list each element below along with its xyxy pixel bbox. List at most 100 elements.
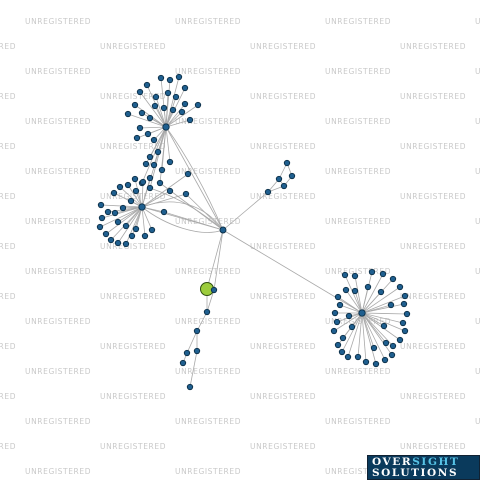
network-node[interactable]	[364, 283, 372, 291]
network-node[interactable]	[146, 153, 154, 161]
central-hub-node[interactable]	[219, 226, 227, 234]
network-node[interactable]	[388, 351, 396, 359]
network-node[interactable]	[150, 136, 158, 144]
network-node[interactable]	[97, 201, 105, 209]
network-node[interactable]	[193, 347, 201, 355]
network-node[interactable]	[107, 236, 115, 244]
network-node[interactable]	[124, 110, 132, 118]
network-node[interactable]	[132, 187, 140, 195]
network-node[interactable]	[110, 189, 118, 197]
network-node[interactable]	[150, 161, 158, 169]
network-node[interactable]	[142, 160, 150, 168]
network-node[interactable]	[169, 106, 177, 114]
network-node[interactable]	[116, 183, 124, 191]
network-node[interactable]	[354, 353, 362, 361]
network-node[interactable]	[379, 270, 387, 278]
network-node[interactable]	[148, 226, 156, 234]
network-node[interactable]	[146, 184, 154, 192]
network-node[interactable]	[178, 108, 186, 116]
network-node[interactable]	[175, 73, 183, 81]
network-node[interactable]	[131, 101, 139, 109]
network-node[interactable]	[138, 109, 146, 117]
network-node[interactable]	[151, 102, 159, 110]
network-node[interactable]	[152, 93, 160, 101]
network-node[interactable]	[288, 172, 296, 180]
network-node[interactable]	[382, 339, 390, 347]
network-node[interactable]	[114, 239, 122, 247]
network-node[interactable]	[396, 283, 404, 291]
network-node[interactable]	[166, 76, 174, 84]
network-node[interactable]	[283, 159, 291, 167]
network-node[interactable]	[136, 88, 144, 96]
network-node[interactable]	[127, 197, 135, 205]
network-node[interactable]	[381, 356, 389, 364]
network-node[interactable]	[362, 358, 370, 366]
network-node[interactable]	[370, 344, 378, 352]
network-node[interactable]	[160, 208, 168, 216]
network-node[interactable]	[144, 130, 152, 138]
network-node[interactable]	[203, 308, 211, 316]
network-node[interactable]	[181, 100, 189, 108]
network-node[interactable]	[166, 158, 174, 166]
network-node[interactable]	[333, 318, 341, 326]
network-node[interactable]	[193, 327, 201, 335]
network-node[interactable]	[146, 174, 154, 182]
network-node[interactable]	[131, 175, 139, 183]
network-node[interactable]	[389, 342, 397, 350]
network-node[interactable]	[210, 286, 218, 294]
network-node[interactable]	[98, 214, 106, 222]
network-node[interactable]	[96, 223, 104, 231]
network-node[interactable]	[164, 89, 172, 97]
network-node[interactable]	[400, 300, 408, 308]
network-node[interactable]	[104, 208, 112, 216]
network-node[interactable]	[156, 179, 164, 187]
network-node[interactable]	[275, 175, 283, 183]
network-node[interactable]	[166, 187, 174, 195]
network-node[interactable]	[401, 292, 409, 300]
network-node[interactable]	[401, 327, 409, 335]
network-node[interactable]	[136, 124, 144, 132]
network-node[interactable]	[330, 327, 338, 335]
network-node[interactable]	[396, 336, 404, 344]
network-node[interactable]	[122, 222, 130, 230]
network-node[interactable]	[183, 349, 191, 357]
network-node[interactable]	[172, 93, 180, 101]
network-node[interactable]	[182, 190, 190, 198]
network-node[interactable]	[181, 84, 189, 92]
network-node[interactable]	[351, 287, 359, 295]
network-node[interactable]	[143, 81, 151, 89]
network-node[interactable]	[399, 319, 407, 327]
network-node[interactable]	[186, 383, 194, 391]
network-node[interactable]	[331, 309, 339, 317]
network-node[interactable]	[122, 240, 130, 248]
cluster-hub-node[interactable]	[358, 309, 366, 317]
network-node[interactable]	[341, 271, 349, 279]
network-node[interactable]	[380, 322, 388, 330]
network-node[interactable]	[119, 204, 127, 212]
network-node[interactable]	[264, 188, 272, 196]
network-node[interactable]	[338, 348, 346, 356]
network-node[interactable]	[158, 166, 166, 174]
network-node[interactable]	[154, 148, 162, 156]
network-node[interactable]	[387, 301, 395, 309]
network-node[interactable]	[345, 312, 353, 320]
network-node[interactable]	[111, 209, 119, 217]
network-node[interactable]	[139, 178, 147, 186]
network-node[interactable]	[128, 232, 136, 240]
network-node[interactable]	[372, 360, 380, 368]
network-node[interactable]	[403, 310, 411, 318]
network-node[interactable]	[389, 275, 397, 283]
network-node[interactable]	[377, 288, 385, 296]
network-node[interactable]	[124, 181, 132, 189]
network-node[interactable]	[102, 230, 110, 238]
network-node[interactable]	[114, 218, 122, 226]
network-node[interactable]	[334, 293, 342, 301]
network-node[interactable]	[334, 341, 342, 349]
network-node[interactable]	[280, 182, 288, 190]
network-node[interactable]	[186, 116, 194, 124]
network-node[interactable]	[146, 114, 154, 122]
network-node[interactable]	[132, 225, 140, 233]
network-node[interactable]	[179, 359, 187, 367]
network-node[interactable]	[133, 134, 141, 142]
network-node[interactable]	[336, 301, 344, 309]
